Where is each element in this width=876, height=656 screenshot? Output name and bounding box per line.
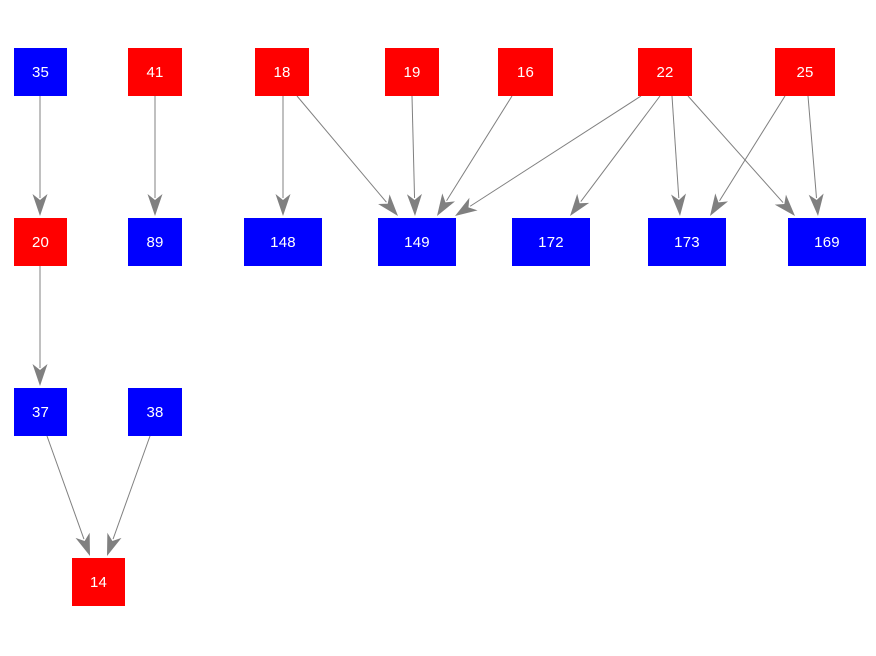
graph-node-173[interactable]: 173 [648, 218, 726, 266]
graph-node-label: 38 [146, 403, 164, 421]
edge-arrowhead [32, 194, 48, 216]
graph-node-20[interactable]: 20 [14, 218, 67, 266]
edge-line [580, 95, 661, 202]
graph-node-label: 89 [146, 233, 164, 251]
graph-node-169[interactable]: 169 [788, 218, 866, 266]
graph-node-35[interactable]: 35 [14, 48, 67, 96]
graph-edge [147, 96, 163, 216]
edge-arrowhead [32, 364, 48, 386]
graph-node-18[interactable]: 18 [255, 48, 309, 96]
graph-node-19[interactable]: 19 [385, 48, 439, 96]
graph-node-label: 20 [31, 233, 50, 251]
edge-arrowhead [671, 193, 687, 216]
graph-node-label: 14 [89, 573, 108, 591]
graph-node-25[interactable]: 25 [775, 48, 835, 96]
graph-edge [570, 95, 661, 216]
graph-edge [296, 95, 398, 216]
graph-edge [275, 96, 291, 216]
graph-edge [46, 435, 90, 556]
graph-edge [107, 435, 151, 556]
graph-node-label: 37 [31, 403, 50, 421]
graph-node-label: 22 [656, 63, 674, 81]
graph-node-label: 169 [814, 233, 840, 251]
graph-edge [32, 96, 48, 216]
edge-line [469, 95, 642, 207]
graph-node-148[interactable]: 148 [244, 218, 322, 266]
edge-line [446, 95, 513, 202]
graph-edge [710, 95, 786, 216]
graph-node-37[interactable]: 37 [14, 388, 67, 436]
graph-node-label: 173 [674, 233, 700, 251]
graph-node-label: 41 [146, 63, 164, 81]
edge-line [719, 95, 786, 202]
edge-arrowhead [455, 197, 478, 216]
graph-node-14[interactable]: 14 [72, 558, 125, 606]
edge-arrowhead [275, 194, 291, 216]
graph-node-label: 25 [796, 63, 814, 81]
edge-arrowhead [107, 532, 122, 556]
graph-node-label: 16 [516, 63, 535, 81]
graph-edge [687, 95, 795, 216]
edge-arrowhead [378, 194, 398, 216]
graph-node-label: 149 [404, 233, 430, 251]
edge-arrowhead [774, 194, 795, 216]
edge-line [687, 95, 784, 203]
graph-node-label: 172 [538, 233, 564, 251]
edge-line [112, 435, 151, 540]
graph-node-172[interactable]: 172 [512, 218, 590, 266]
graph-node-label: 18 [273, 63, 291, 81]
graph-node-label: 19 [403, 63, 421, 81]
graph-edge [406, 95, 422, 216]
graph-node-149[interactable]: 149 [378, 218, 456, 266]
graph-node-22[interactable]: 22 [638, 48, 692, 96]
graph-node-89[interactable]: 89 [128, 218, 182, 266]
graph-node-16[interactable]: 16 [498, 48, 553, 96]
graph-node-label: 148 [270, 233, 296, 251]
edge-line [671, 95, 680, 199]
edge-arrowhead [570, 193, 590, 216]
edge-arrowhead [75, 532, 90, 556]
edge-line [807, 95, 818, 199]
edge-arrowhead [406, 193, 422, 216]
edge-arrowhead [808, 193, 824, 216]
graph-edge [455, 95, 642, 216]
edge-arrowhead [147, 194, 163, 216]
graph-edge [437, 95, 513, 216]
graph-edge [32, 266, 48, 386]
graph-node-38[interactable]: 38 [128, 388, 182, 436]
edge-line [411, 95, 416, 199]
edge-line [46, 435, 85, 540]
edge-arrowhead [710, 193, 729, 216]
graph-node-label: 35 [31, 63, 50, 81]
graph-edge [671, 95, 687, 216]
graph-node-41[interactable]: 41 [128, 48, 182, 96]
edge-arrowhead [437, 193, 456, 216]
edge-line [296, 95, 387, 203]
graph-edge [807, 95, 824, 216]
